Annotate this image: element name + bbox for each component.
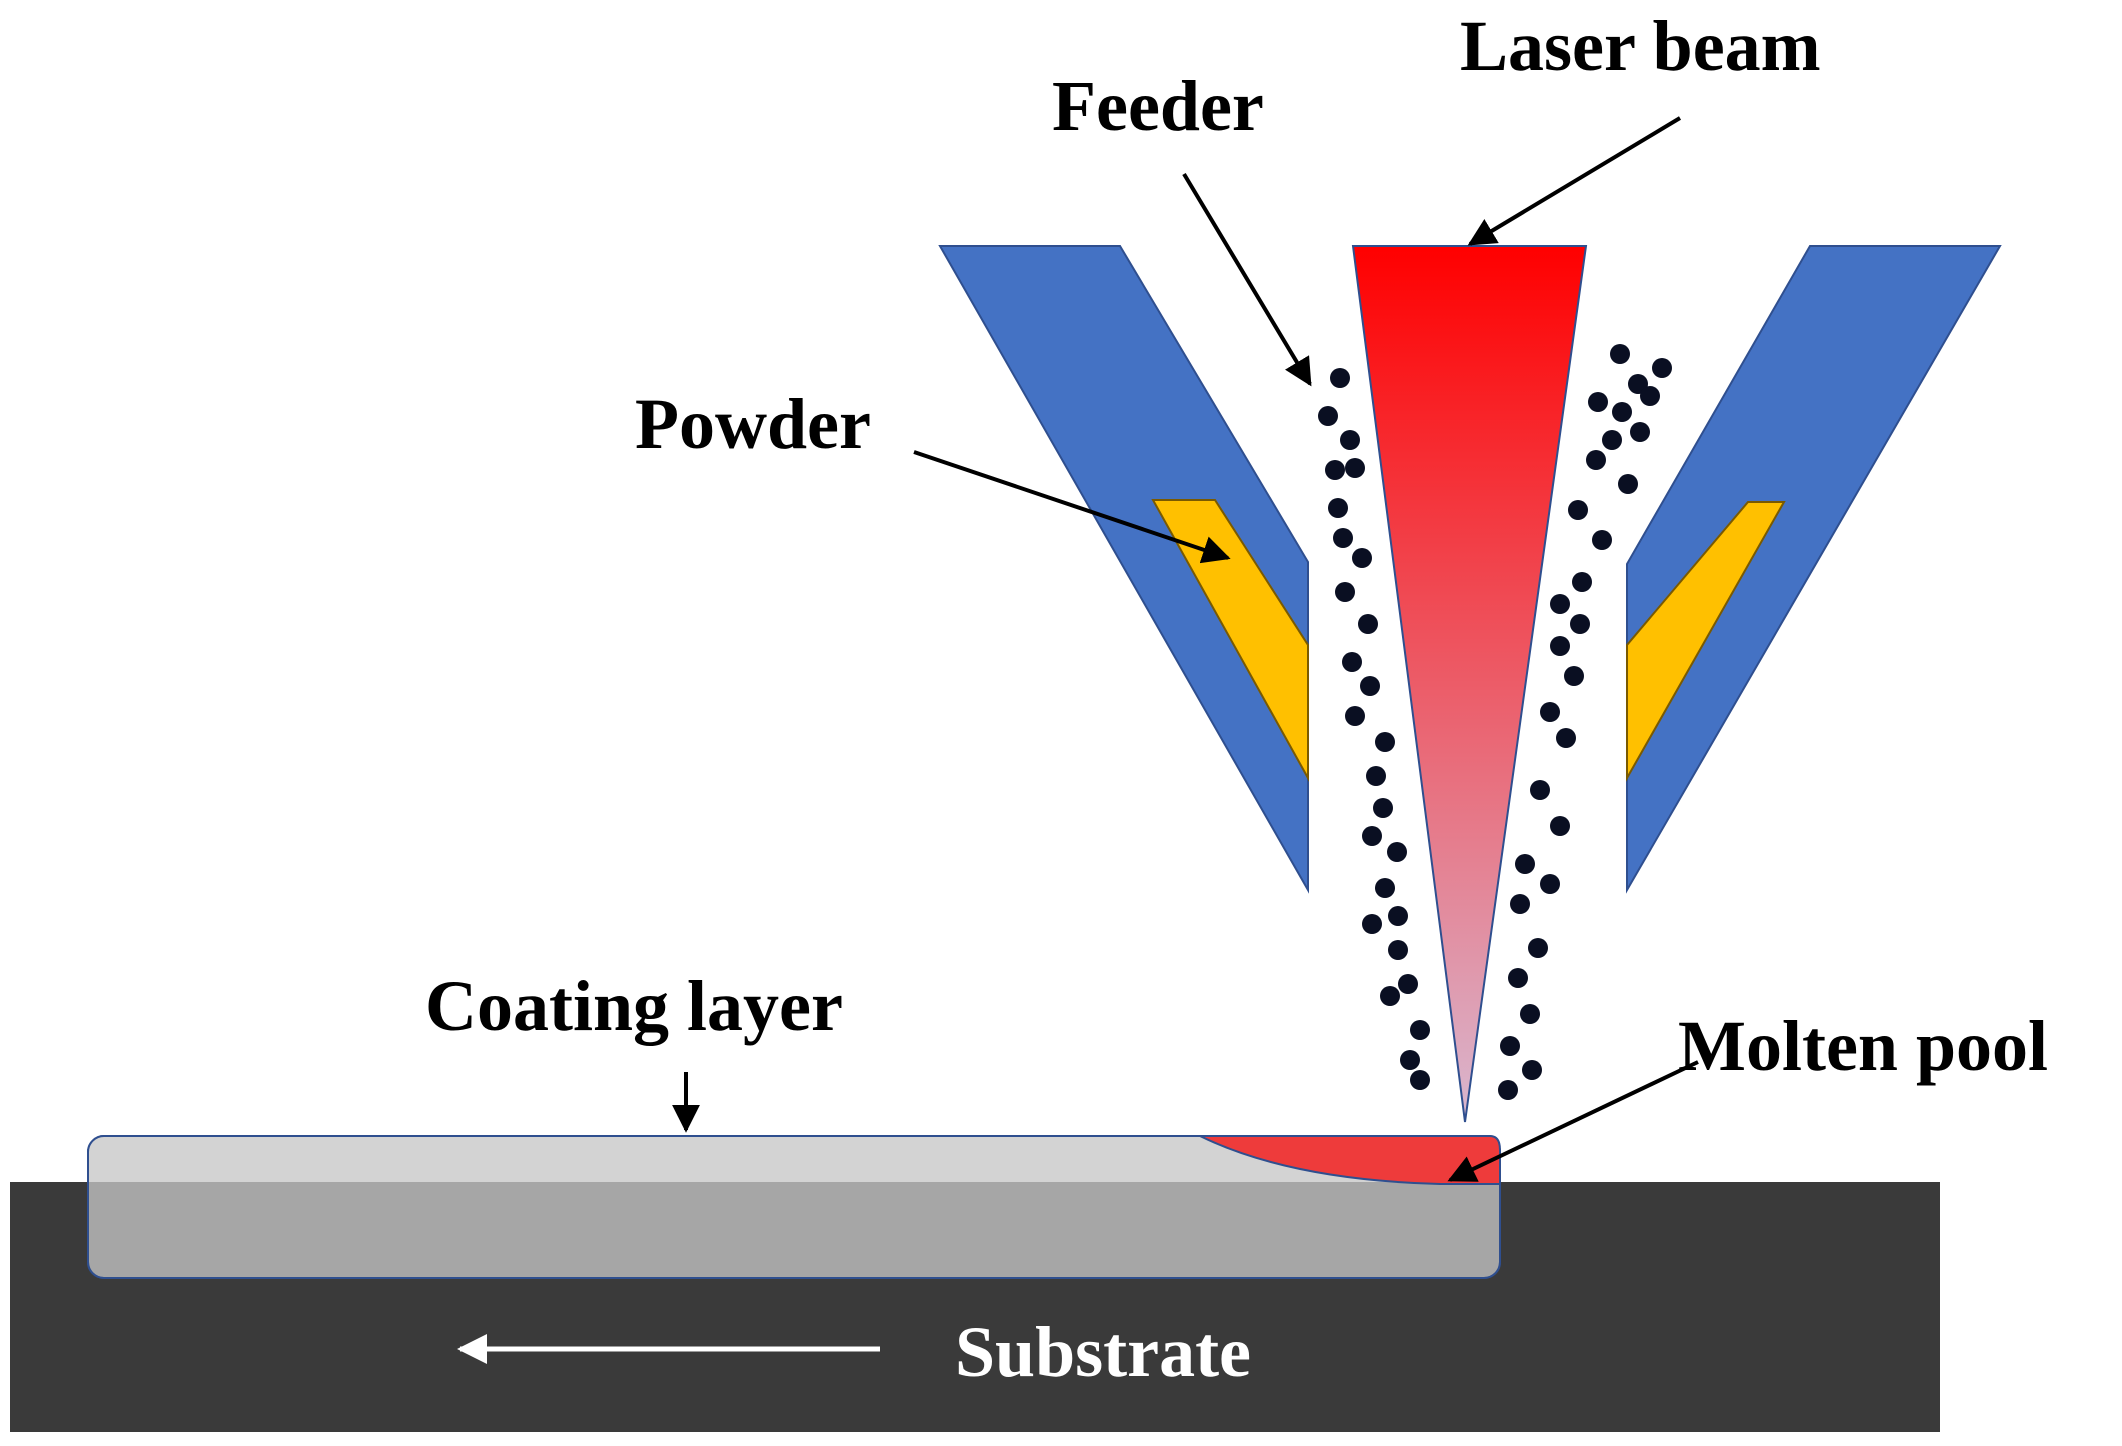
molten-pool	[1199, 1135, 1501, 1185]
right-nozzle	[1626, 245, 2002, 894]
laser-beam-label: Laser beam	[1460, 6, 1821, 86]
coating-layer-label: Coating layer	[425, 966, 843, 1046]
molten-pool-label: Molten pool	[1678, 1006, 2048, 1086]
coating-layer	[87, 1135, 1501, 1279]
laser-beam-cone	[1351, 245, 1588, 1123]
molten-pool-arrow	[1447, 1060, 1699, 1182]
powder-particles-left	[1318, 368, 1430, 1090]
powder-label: Powder	[635, 384, 871, 464]
laser-beam-arrow	[1467, 116, 1682, 246]
left-nozzle	[938, 245, 1309, 894]
feeder-label: Feeder	[1052, 66, 1264, 146]
powder-arrow	[913, 450, 1231, 564]
powder-particles-right	[1498, 344, 1672, 1100]
substrate-label: Substrate	[955, 1312, 1251, 1392]
feeder-arrow	[1182, 172, 1312, 387]
